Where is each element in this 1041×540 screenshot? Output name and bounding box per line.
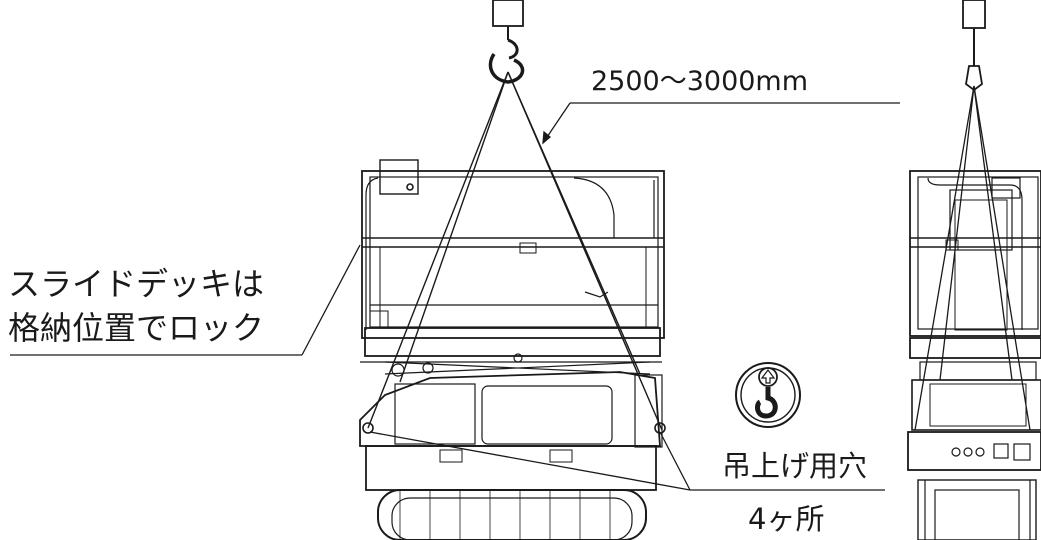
dimension-label: 2500〜3000mm (591, 66, 809, 97)
slide-deck-leader (10, 244, 361, 356)
lift-point-symbol-icon (735, 362, 801, 428)
slide-deck-note-line2: 格納位置でロック (8, 309, 265, 347)
scissor-lift-side-view (907, 170, 1041, 540)
side-view-slings (914, 85, 1031, 431)
lifting-hole-leaders (369, 431, 885, 491)
slide-deck-note-line1: スライドデッキは (8, 265, 265, 303)
lifting-holes-label: 吊上げ用穴 (722, 449, 868, 483)
crane-hook-side-icon (962, 0, 986, 92)
scissor-lift-front-view (359, 159, 666, 540)
lifting-slings (367, 71, 663, 431)
crane-hook-icon (488, 0, 525, 84)
lifting-holes-count: 4ヶ所 (748, 502, 825, 536)
dimension-leader (542, 102, 900, 145)
